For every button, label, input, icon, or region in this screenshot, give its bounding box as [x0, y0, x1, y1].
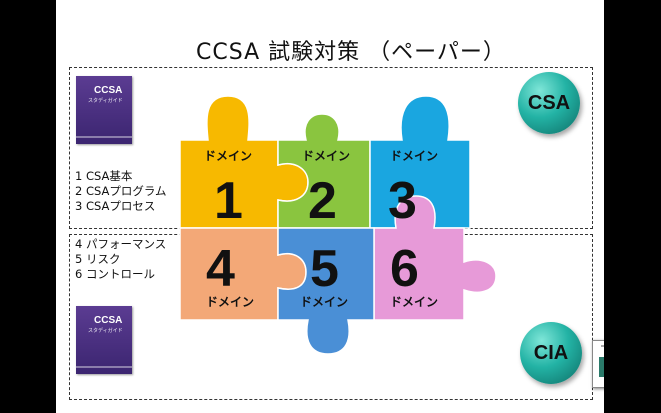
book-title: CCSA	[94, 85, 123, 96]
book-subtitle: スタディガイド	[88, 328, 123, 334]
list-item: 5 リスク	[75, 252, 121, 266]
list-item: 1 CSA基本	[75, 169, 133, 183]
csa-badge: CSA	[518, 72, 580, 134]
puzzle-graphic: ドメイン ドメイン ドメイン ドメイン ドメイン ドメイン 1 2 3 4 5 …	[179, 95, 497, 355]
puzzle-piece-3	[369, 95, 471, 229]
domain-label-3: ドメイン	[390, 149, 438, 163]
list-item: 6 コントロール	[75, 267, 155, 281]
slide-title: CCSA 試験対策 （ペーパー）	[196, 40, 506, 65]
domain-number-2: 2	[308, 172, 337, 230]
domain-label-5: ドメイン	[300, 295, 348, 309]
domain-label-2: ドメイン	[302, 149, 350, 163]
lower-domain-list: 4 パフォーマンス 5 リスク 6 コントロール	[75, 237, 166, 282]
slide-thumbnail	[592, 340, 604, 388]
domain-label-6: ドメイン	[390, 295, 438, 309]
domain-number-1: 1	[214, 172, 243, 230]
upper-domain-list: 1 CSA基本 2 CSAプログラム 3 CSAプロセス	[75, 169, 167, 214]
domain-label-4: ドメイン	[206, 295, 254, 309]
domain-number-5: 5	[310, 240, 339, 298]
book-subtitle: スタディガイド	[88, 98, 123, 104]
slide: CCSA 試験対策 （ペーパー） CCSA スタディガイド CCSA スタディガ…	[56, 0, 604, 413]
domain-number-4: 4	[206, 240, 235, 298]
list-item: 4 パフォーマンス	[75, 237, 167, 251]
puzzle-piece-5	[277, 227, 375, 355]
domain-label-1: ドメイン	[204, 149, 252, 163]
domain-number-3: 3	[388, 172, 417, 230]
cia-badge: CIA	[520, 322, 582, 384]
book-cover-upper: CCSA スタディガイド	[76, 76, 132, 144]
book-cover-lower: CCSA スタディガイド	[76, 306, 132, 374]
list-item: 2 CSAプログラム	[75, 184, 167, 198]
puzzle-piece-6	[373, 195, 497, 321]
domain-number-6: 6	[390, 240, 419, 298]
list-item: 3 CSAプロセス	[75, 199, 156, 213]
book-title: CCSA	[94, 315, 123, 326]
